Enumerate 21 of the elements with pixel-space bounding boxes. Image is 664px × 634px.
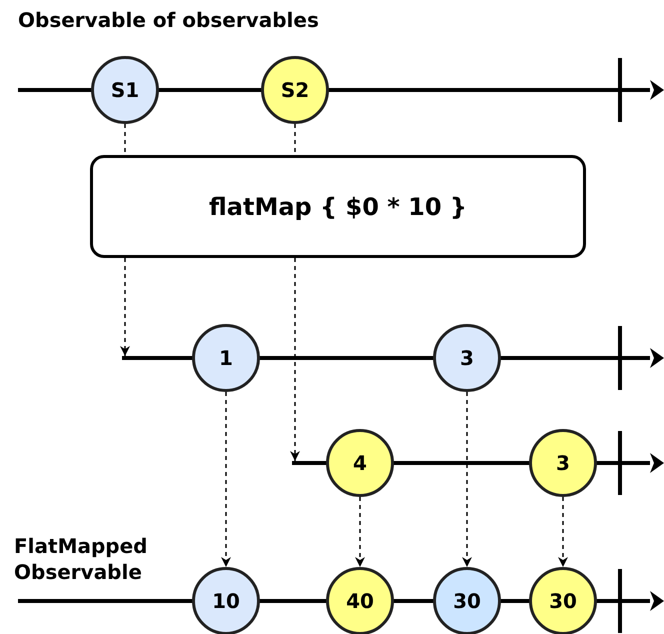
marble-circle: 30	[433, 567, 501, 634]
connector-line	[294, 124, 296, 155]
arrow	[355, 497, 365, 567]
marble-circle: 3	[529, 429, 597, 497]
arrow	[120, 258, 130, 356]
diagram-title: Observable of observables	[18, 8, 319, 32]
arrow	[462, 392, 472, 567]
operator-box: flatMap { $0 * 10 }	[90, 155, 586, 258]
marble-circle: 10	[192, 567, 260, 634]
marble-circle: S2	[261, 56, 329, 124]
connector-line	[124, 124, 126, 155]
marble-circle: S1	[91, 56, 159, 124]
arrow	[558, 497, 568, 567]
marble-circle: 4	[326, 429, 394, 497]
arrow	[290, 258, 300, 461]
marble-circle: 3	[433, 324, 501, 392]
timeline-label: FlatMapped Observable	[14, 533, 148, 585]
marble-circle: 40	[326, 567, 394, 634]
marble-circle: 30	[529, 567, 597, 634]
arrow	[221, 392, 231, 567]
marble-circle: 1	[192, 324, 260, 392]
